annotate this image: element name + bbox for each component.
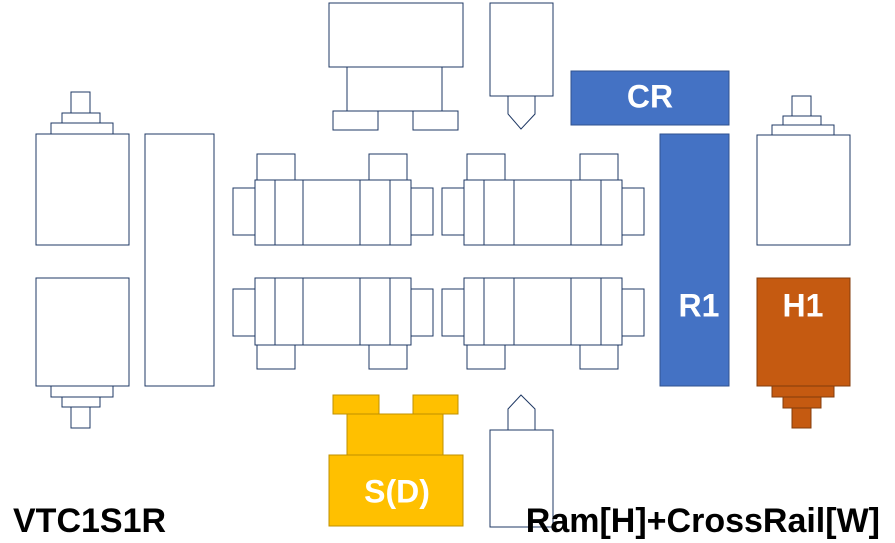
- spindle-body: [328, 454, 464, 527]
- top-tool: [489, 2, 554, 130]
- guide-segment: [483, 179, 515, 246]
- cross-rail-box: [570, 70, 730, 126]
- left-upper-motor: [35, 91, 130, 246]
- axes-description-caption: Ram[H]+CrossRail[W]: [526, 502, 880, 540]
- guide-end: [232, 187, 256, 236]
- left-upper-motor-shaft: [70, 91, 91, 114]
- head-motor-body: [756, 277, 851, 387]
- ram-box: [659, 133, 730, 387]
- bottom-tool: [489, 394, 554, 528]
- configuration-code-caption: VTC1S1R: [13, 502, 166, 540]
- spindle-foot-right: [412, 394, 459, 415]
- cross-rail: CR: [570, 70, 730, 126]
- left-lower-motor: [35, 277, 130, 429]
- top-motor-foot-right: [412, 110, 459, 131]
- top-motor-neck: [346, 66, 443, 112]
- guide-cap: [466, 344, 506, 370]
- bottom-tool-body: [489, 429, 554, 528]
- guide-block-top-right: [441, 153, 645, 246]
- guide-end: [441, 288, 465, 337]
- left-lower-motor-body: [35, 277, 130, 387]
- ram-label: R1: [679, 287, 720, 323]
- guide-cap: [256, 153, 296, 181]
- head-label: H1: [783, 287, 824, 323]
- guide-block-bottom-left: [232, 277, 434, 370]
- guide-segment: [274, 277, 304, 346]
- guide-block-bottom-right: [441, 277, 645, 370]
- guide-end: [621, 187, 645, 236]
- guide-end: [410, 187, 434, 236]
- guide-segment: [274, 179, 304, 246]
- guide-cap: [368, 344, 408, 370]
- spindle-label: S(D): [364, 473, 430, 509]
- guide-segment: [570, 179, 602, 246]
- head-motor-collar: [782, 396, 822, 409]
- guide-end: [410, 288, 434, 337]
- left-upper-motor-flange: [50, 122, 114, 135]
- guide-end: [441, 187, 465, 236]
- left-lower-motor-flange: [50, 385, 114, 398]
- head-motor: H1: [756, 277, 851, 429]
- guide-segment: [483, 277, 515, 346]
- left-upper-motor-body: [35, 133, 130, 246]
- left-lower-motor-collar: [61, 396, 101, 408]
- left-lower-motor-shaft: [70, 406, 91, 429]
- top-motor-body: [328, 2, 464, 68]
- left-upper-motor-collar: [61, 112, 101, 124]
- guide-segment: [570, 277, 602, 346]
- top-tool-tip: [507, 95, 536, 130]
- guide-cap: [579, 153, 619, 181]
- spindle-neck: [346, 413, 444, 456]
- right-upper-motor-flange: [771, 124, 835, 136]
- cross-rail-label: CR: [627, 78, 673, 114]
- right-upper-motor-shaft: [791, 95, 812, 117]
- bottom-tool-tip: [507, 394, 536, 431]
- top-motor-assembly: [328, 2, 464, 131]
- head-motor-flange: [771, 385, 835, 398]
- guide-block-top-left: [232, 153, 434, 246]
- ram: R1: [659, 133, 730, 387]
- right-upper-motor-body: [756, 134, 851, 246]
- top-motor-foot-left: [332, 110, 379, 131]
- guide-segment: [359, 179, 391, 246]
- spindle-foot-left: [332, 394, 380, 415]
- right-upper-motor: [756, 95, 851, 246]
- top-tool-body: [489, 2, 554, 97]
- left-column: [144, 133, 215, 387]
- guide-cap: [466, 153, 506, 181]
- guide-cap: [579, 344, 619, 370]
- guide-cap: [368, 153, 408, 181]
- guide-cap: [256, 344, 296, 370]
- right-upper-motor-collar: [782, 115, 822, 126]
- spindle-drive: S(D): [328, 394, 464, 527]
- head-motor-shaft: [791, 407, 812, 429]
- guide-end: [232, 288, 256, 337]
- guide-segment: [359, 277, 391, 346]
- guide-end: [621, 288, 645, 337]
